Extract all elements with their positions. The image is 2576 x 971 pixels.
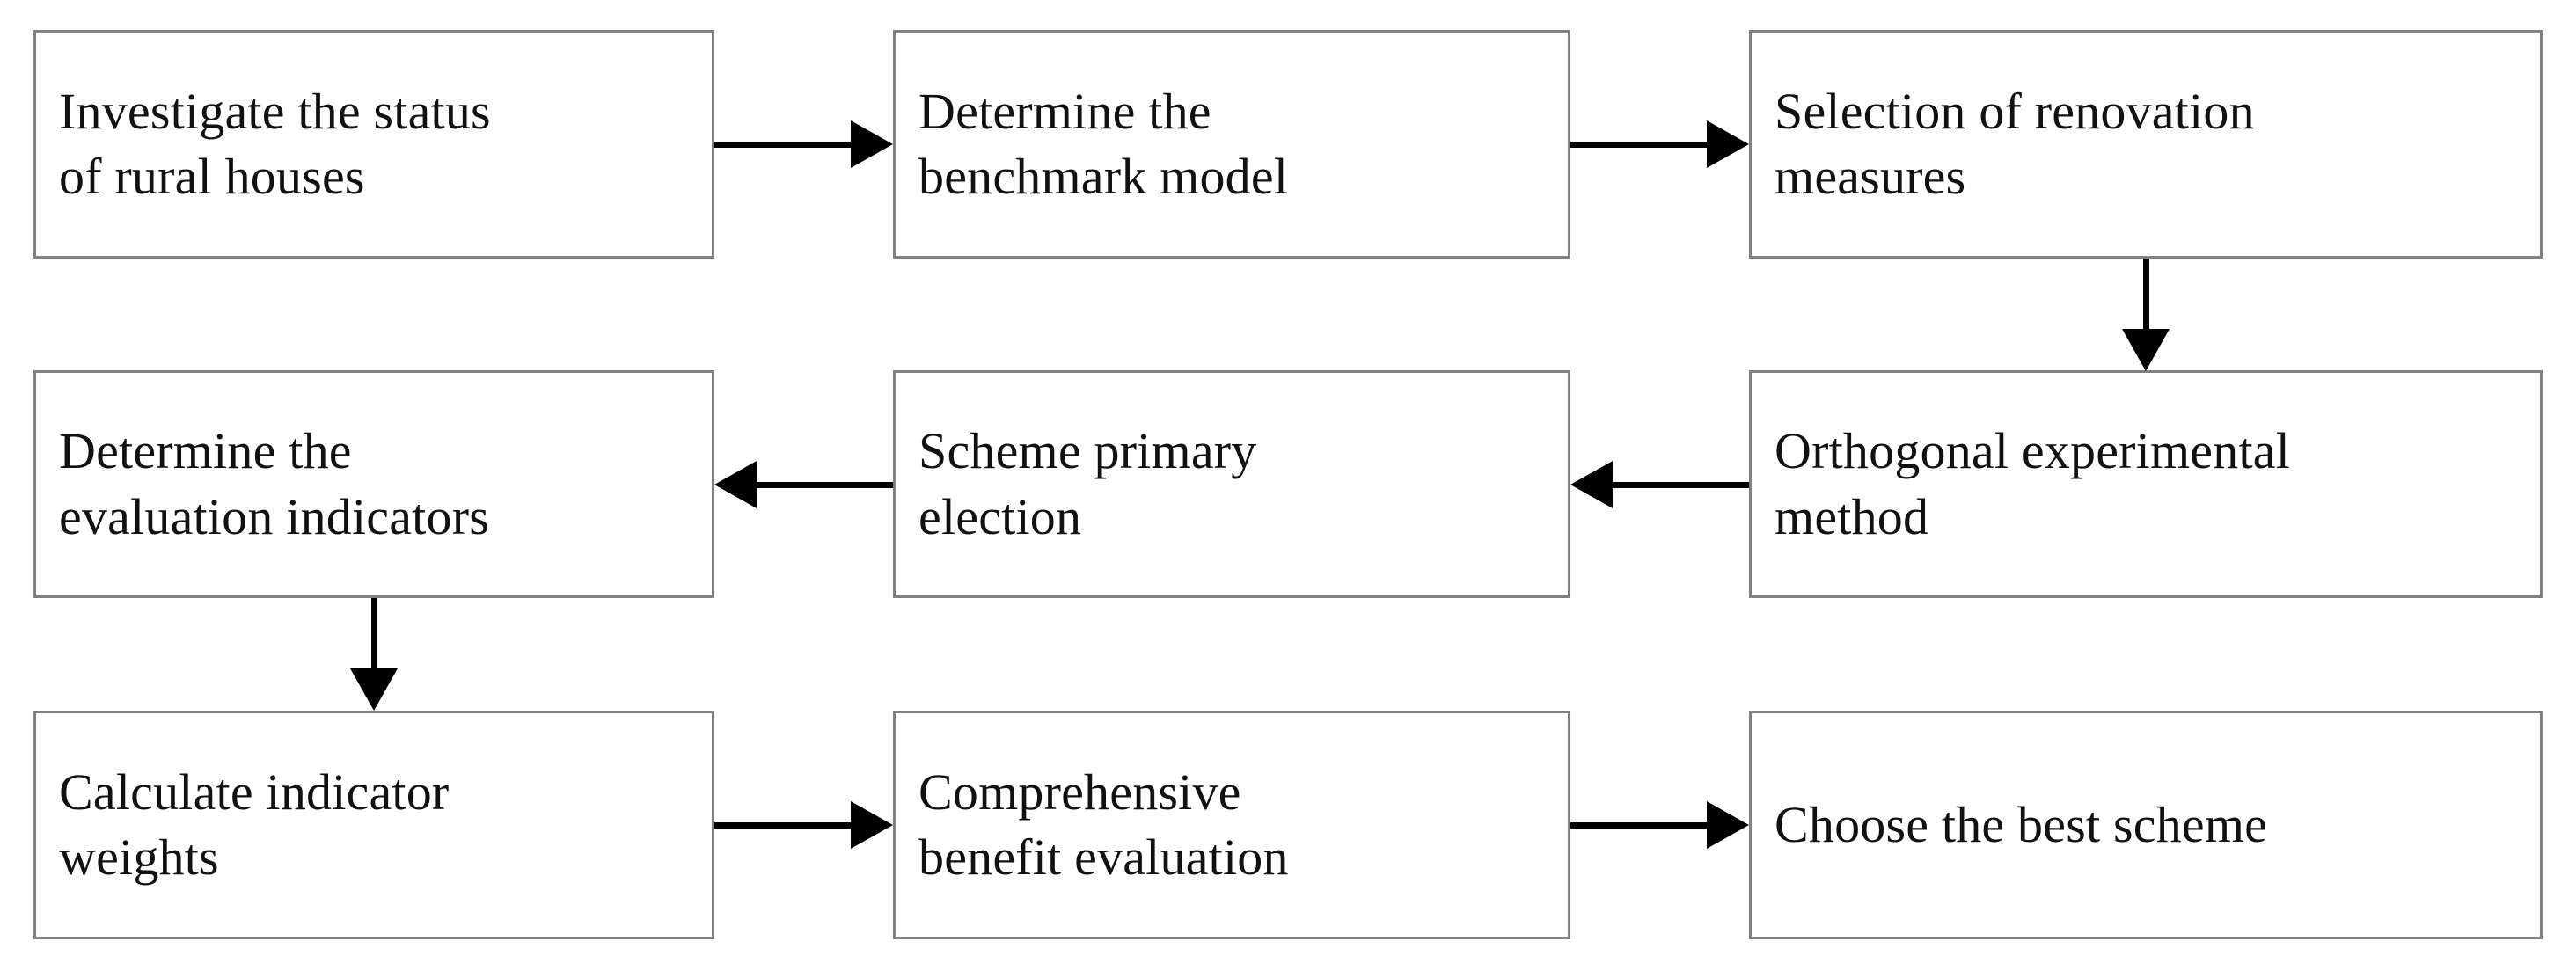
- arrow-right-icon: [1707, 801, 1749, 849]
- connector-renovation-to-orthogonal: [2143, 259, 2149, 332]
- connector-investigate-to-benchmark: [714, 142, 851, 148]
- arrow-down-icon: [2122, 329, 2170, 371]
- flow-node-weights[interactable]: Calculate indicator weights: [33, 711, 714, 939]
- flow-node-label: Choose the best scheme: [1775, 795, 2268, 853]
- flow-node-label: Orthogonal experimental method: [1775, 422, 2291, 545]
- connector-scheme-to-indicators: [757, 482, 893, 488]
- arrow-right-icon: [1707, 120, 1749, 168]
- arrow-right-icon: [851, 120, 893, 168]
- connector-benchmark-to-renovation: [1570, 142, 1707, 148]
- flow-node-label: Scheme primary election: [918, 422, 1257, 545]
- arrow-left-icon: [714, 461, 757, 508]
- connector-weights-to-comprehensive: [714, 822, 851, 829]
- flow-node-orthogonal[interactable]: Orthogonal experimental method: [1749, 370, 2543, 598]
- arrow-down-icon: [350, 668, 398, 711]
- arrow-right-icon: [851, 801, 893, 849]
- flow-node-label: Calculate indicator weights: [59, 763, 450, 886]
- flow-node-label: Comprehensive benefit evaluation: [918, 763, 1289, 886]
- connector-indicators-to-weights: [371, 598, 377, 672]
- flow-node-scheme[interactable]: Scheme primary election: [893, 370, 1570, 598]
- connector-comprehensive-to-best: [1570, 822, 1707, 829]
- flow-node-label: Selection of renovation measures: [1775, 82, 2255, 205]
- flow-node-label: Investigate the status of rural houses: [59, 82, 491, 205]
- flow-node-renovation[interactable]: Selection of renovation measures: [1749, 30, 2543, 259]
- flow-node-best[interactable]: Choose the best scheme: [1749, 711, 2543, 939]
- flow-node-label: Determine the evaluation indicators: [59, 422, 489, 545]
- flow-node-benchmark[interactable]: Determine the benchmark model: [893, 30, 1570, 259]
- flow-node-comprehensive[interactable]: Comprehensive benefit evaluation: [893, 711, 1570, 939]
- flow-node-investigate[interactable]: Investigate the status of rural houses: [33, 30, 714, 259]
- arrow-left-icon: [1570, 461, 1613, 508]
- flow-node-label: Determine the benchmark model: [918, 82, 1289, 205]
- connector-orthogonal-to-scheme: [1613, 482, 1749, 488]
- flow-node-indicators[interactable]: Determine the evaluation indicators: [33, 370, 714, 598]
